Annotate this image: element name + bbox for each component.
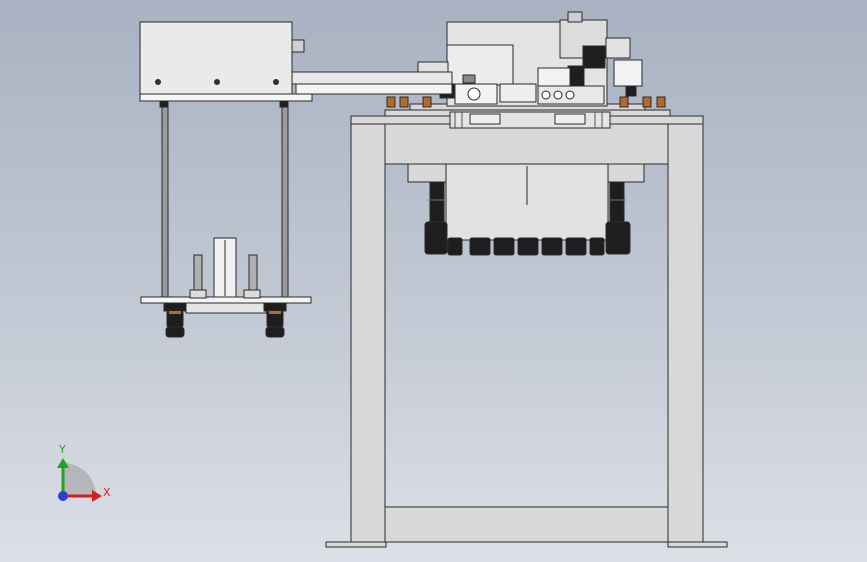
left-foot-plate (325, 541, 387, 548)
gripper-module (407, 163, 645, 256)
left-tool-plate (140, 237, 312, 338)
copper-fittings (386, 96, 666, 108)
right-suction-cup (263, 302, 287, 338)
z-axis-dot (58, 491, 68, 501)
left-carriage (139, 21, 313, 108)
y-axis-label: Y (59, 443, 66, 456)
left-bellows (424, 181, 448, 255)
main-frame (325, 115, 728, 548)
linear-rail (291, 39, 453, 95)
suction-cups (447, 237, 605, 256)
top-platform (384, 96, 671, 129)
x-axis-label: X (103, 486, 111, 499)
coordinate-triad (57, 458, 102, 502)
right-bellows (605, 181, 631, 255)
valve-assembly (439, 11, 643, 107)
right-foot-plate (667, 541, 728, 548)
left-suction-cup (163, 302, 187, 338)
